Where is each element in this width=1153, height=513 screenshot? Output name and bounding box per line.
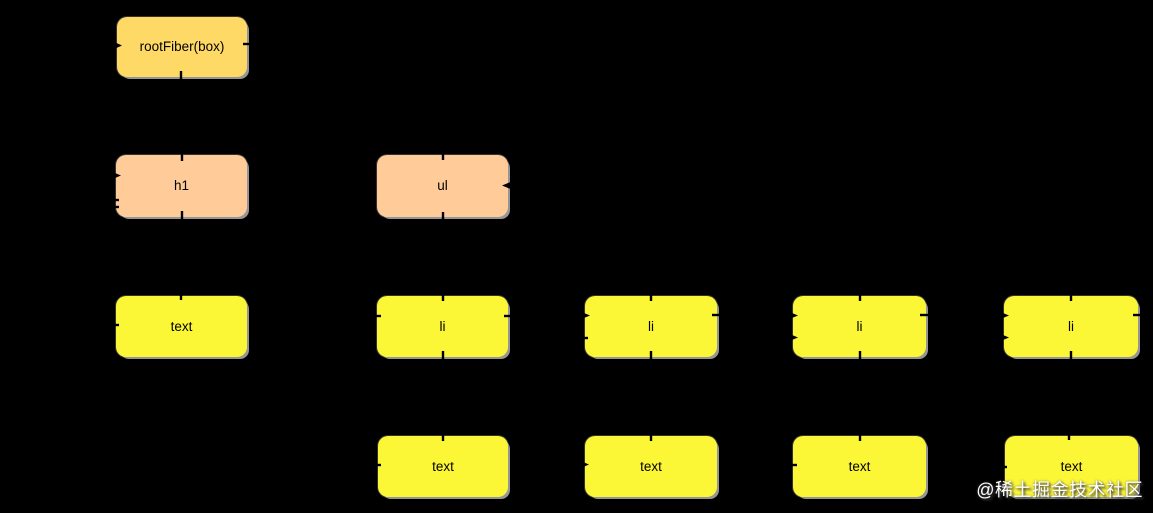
node-li-3: li [793, 296, 926, 357]
node-h1: h1 [116, 155, 247, 217]
node-li-4: li [1004, 296, 1138, 357]
node-text-2: text [378, 436, 508, 497]
node-text-3: text [585, 436, 717, 497]
watermark: @稀土掘金技术社区 [976, 480, 1143, 500]
node-li-1: li [377, 296, 508, 357]
node-text-4: text [793, 436, 926, 497]
node-rootfiber: rootFiber(box) [117, 17, 247, 77]
node-li-2: li [585, 296, 717, 357]
node-ul: ul [377, 155, 508, 217]
node-text-1: text [116, 296, 247, 357]
node-text-5: text [1005, 436, 1138, 497]
